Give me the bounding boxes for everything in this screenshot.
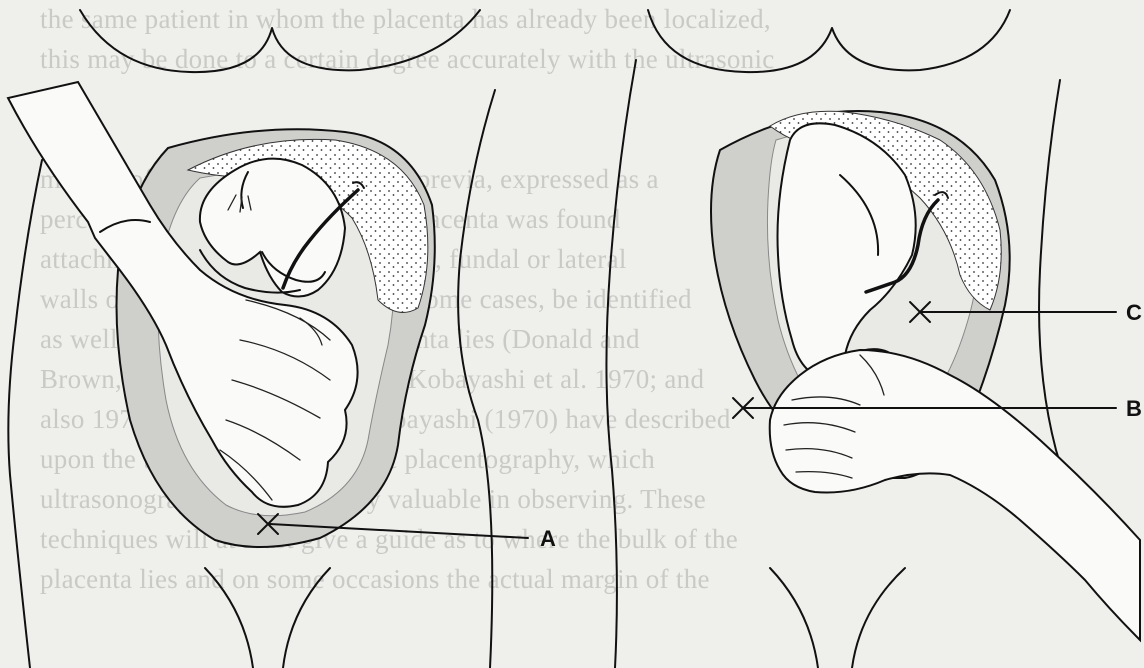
label-b: B (1126, 396, 1142, 421)
fetus (200, 159, 345, 297)
label-c: C (1126, 300, 1142, 325)
right-examining-hand (770, 350, 1140, 640)
label-a: A (540, 526, 556, 551)
